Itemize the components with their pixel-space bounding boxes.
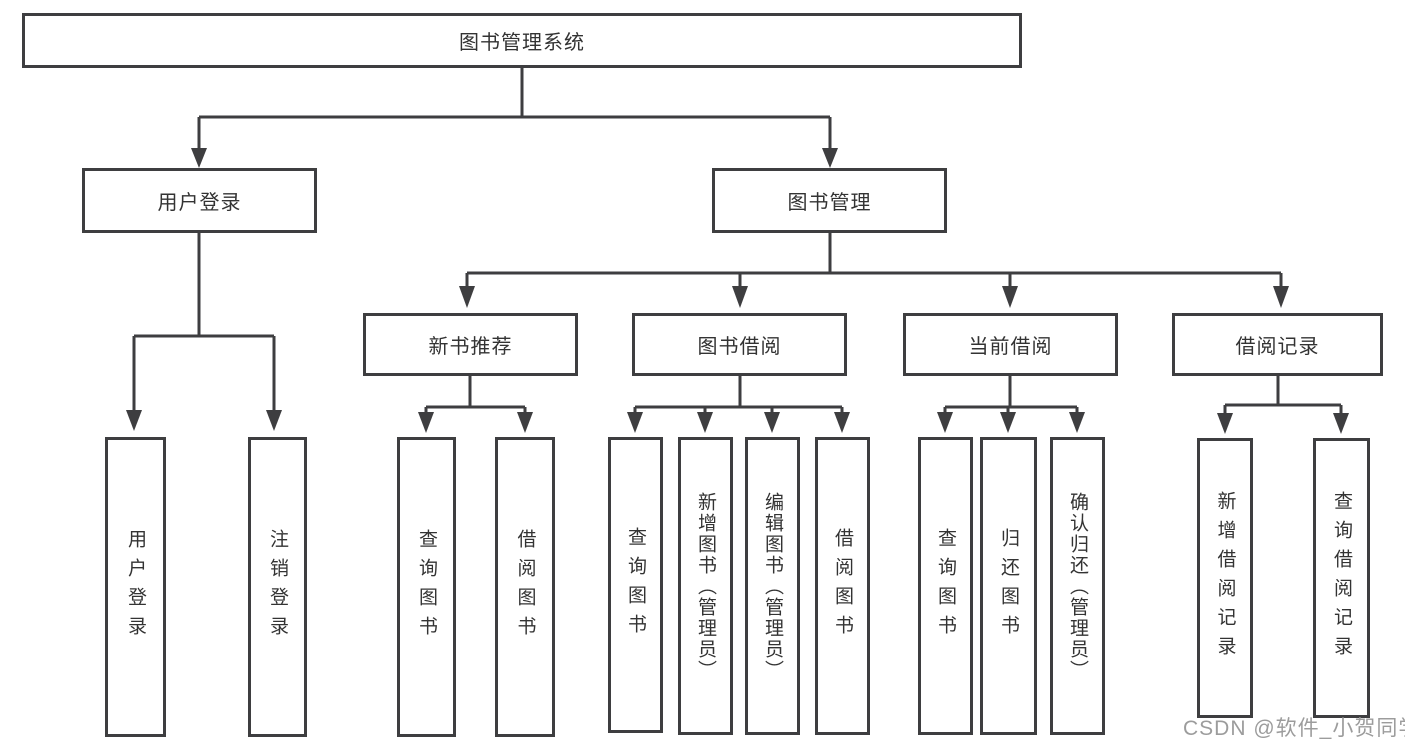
node-book-borrow: 图书借阅 bbox=[632, 313, 847, 376]
node-root-label: 图书管理系统 bbox=[459, 32, 585, 54]
leaf-borrow-book: 借阅图书 bbox=[815, 437, 870, 735]
leaf-recommend-query-book-label: 查询图书 bbox=[416, 529, 437, 645]
leaf-logout: 注销登录 bbox=[248, 437, 307, 737]
node-user-login: 用户登录 bbox=[82, 168, 317, 233]
leaf-edit-book-admin: 编辑图书（管理员） bbox=[745, 437, 800, 735]
leaf-confirm-return-admin-label: 确认归还（管理员） bbox=[1067, 491, 1088, 681]
leaf-borrow-query-book: 查询图书 bbox=[608, 437, 663, 733]
leaf-add-borrow-record-label: 新增借阅记录 bbox=[1214, 491, 1236, 665]
leaf-user-login-label: 用户登录 bbox=[125, 529, 146, 645]
leaf-recommend-borrow-book: 借阅图书 bbox=[495, 437, 555, 737]
leaf-add-borrow-record: 新增借阅记录 bbox=[1197, 438, 1253, 718]
leaf-recommend-query-book: 查询图书 bbox=[397, 437, 456, 737]
leaf-current-query-book: 查询图书 bbox=[918, 437, 973, 735]
leaf-return-book: 归还图书 bbox=[980, 437, 1037, 735]
leaf-query-borrow-record: 查询借阅记录 bbox=[1313, 438, 1370, 718]
node-current-borrow: 当前借阅 bbox=[903, 313, 1118, 376]
node-root: 图书管理系统 bbox=[22, 13, 1022, 68]
leaf-logout-label: 注销登录 bbox=[267, 529, 288, 645]
leaf-query-borrow-record-label: 查询借阅记录 bbox=[1331, 491, 1352, 665]
node-user-login-label: 用户登录 bbox=[157, 192, 242, 214]
node-new-book-recommend: 新书推荐 bbox=[363, 313, 578, 376]
node-book-borrow-label: 图书借阅 bbox=[697, 336, 782, 358]
node-new-book-recommend-label: 新书推荐 bbox=[428, 336, 513, 358]
leaf-confirm-return-admin: 确认归还（管理员） bbox=[1050, 437, 1105, 735]
leaf-borrow-query-book-label: 查询图书 bbox=[625, 527, 646, 643]
node-book-management: 图书管理 bbox=[712, 168, 947, 233]
node-borrow-record-label: 借阅记录 bbox=[1235, 336, 1320, 358]
leaf-edit-book-admin-label: 编辑图书（管理员） bbox=[762, 491, 783, 681]
leaf-current-query-book-label: 查询图书 bbox=[935, 528, 956, 644]
leaf-borrow-book-label: 借阅图书 bbox=[832, 528, 853, 644]
node-book-management-label: 图书管理 bbox=[787, 192, 872, 214]
leaf-recommend-borrow-book-label: 借阅图书 bbox=[514, 529, 536, 645]
leaf-user-login: 用户登录 bbox=[105, 437, 166, 737]
node-current-borrow-label: 当前借阅 bbox=[968, 336, 1053, 358]
node-borrow-record: 借阅记录 bbox=[1172, 313, 1383, 376]
csdn-watermark: CSDN @软件_小贺同学 bbox=[1183, 717, 1405, 740]
leaf-add-book-admin: 新增图书（管理员） bbox=[678, 437, 733, 735]
leaf-add-book-admin-label: 新增图书（管理员） bbox=[695, 491, 716, 681]
leaf-return-book-label: 归还图书 bbox=[998, 528, 1019, 644]
